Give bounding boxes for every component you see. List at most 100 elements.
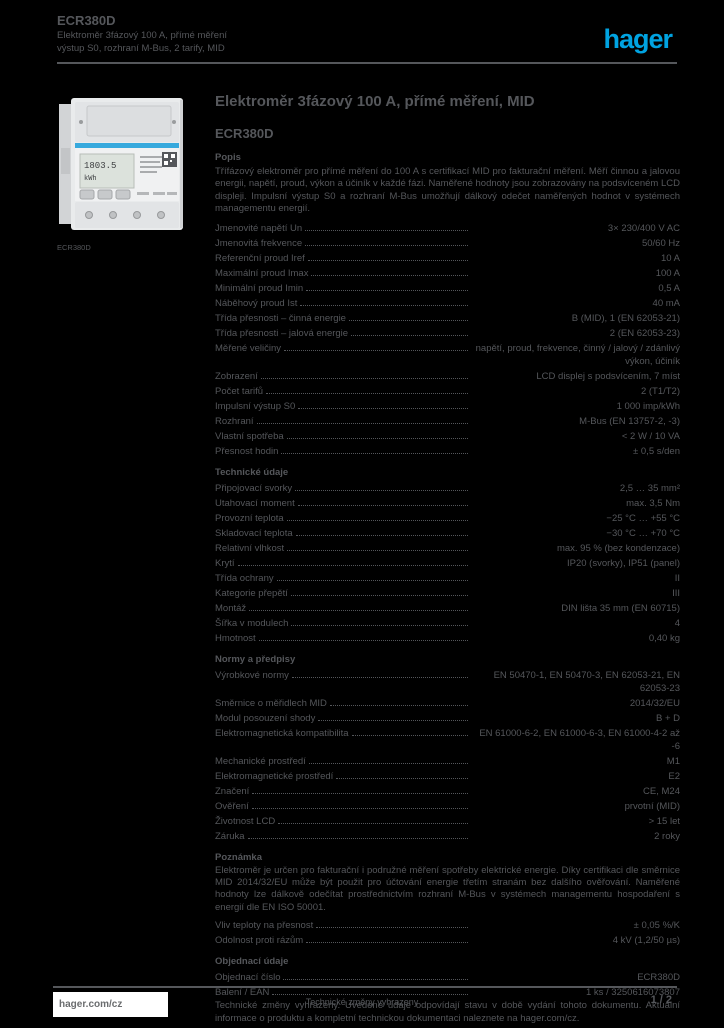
- spec-label: Směrnice o měřidlech MID: [215, 697, 327, 709]
- spec-label: Připojovací svorky: [215, 482, 293, 494]
- spec-label: Balení / EAN: [215, 987, 270, 999]
- product-image: 1803.5 kWh: [57, 96, 190, 233]
- meter-button: [97, 189, 113, 200]
- spec-value: M1: [666, 755, 680, 767]
- spec-value: 2,5 … 35 mm²: [619, 482, 680, 494]
- svg-text:kWh: kWh: [84, 175, 97, 183]
- spec-label: Mechanické prostředí: [215, 755, 306, 767]
- header-product-desc-line1: Elektroměr 3fázový 100 A, přímé měření: [57, 30, 228, 41]
- spec-value: EN 50470-1, EN 50470-3, EN 62053-21, EN …: [493, 669, 680, 694]
- dotted-leader: [351, 725, 468, 736]
- description-paragraph: Třífázový elektroměr pro přímé měření do…: [215, 166, 680, 215]
- spec-value: 1 000 imp/kWh: [616, 400, 680, 412]
- spec-label: Záruka: [215, 830, 245, 842]
- spec-label: Ověření: [215, 800, 249, 812]
- spec-label: Výrobkové normy: [215, 669, 289, 681]
- spec-label: Kategorie přepětí: [215, 587, 288, 599]
- spec-row: Zobrazení LCD displej s podsvícením, 7 mí…: [215, 368, 680, 383]
- dotted-leader: [305, 220, 468, 231]
- spec-value: 2 (T1/T2): [640, 385, 680, 397]
- spec-value: 10 A: [660, 252, 680, 264]
- spec-value: 2 roky: [654, 830, 680, 842]
- dotted-leader: [286, 428, 468, 439]
- dotted-leader: [351, 325, 468, 336]
- spec-label: Přesnost hodin: [215, 445, 279, 457]
- svg-text:1803.5: 1803.5: [84, 161, 116, 171]
- footer-website-link[interactable]: hager.com/cz: [59, 999, 123, 1010]
- spec-label: Provozní teplota: [215, 512, 284, 524]
- dotted-leader: [306, 932, 468, 944]
- spec-value: 4 kV (1,2/50 µs): [612, 935, 680, 947]
- spec-label: Vliv teploty na přesnost: [215, 920, 314, 932]
- dotted-leader: [290, 585, 468, 596]
- spec-label: Jmenovité napětí Un: [215, 222, 303, 234]
- spec-label: Relativní vlhkost: [215, 542, 285, 554]
- section-paragraph: Elektroměr je určen pro fakturační i pod…: [215, 864, 680, 913]
- section-title: Poznámka: [215, 851, 262, 863]
- dotted-leader: [266, 383, 468, 394]
- description-label: Popis: [215, 152, 241, 163]
- dotted-leader: [291, 667, 468, 678]
- spec-row: Elektromagnetická kompatibilita EN 61000-…: [215, 725, 680, 753]
- spec-value: < 2 W / 10 VA: [621, 430, 680, 442]
- spec-label: Objednací číslo: [215, 972, 281, 984]
- spec-row: Měřené veličiny napětí, proud, frekvence,…: [215, 340, 680, 368]
- spec-value: CE, M24: [643, 785, 680, 797]
- spec-row: Minimální proud Imin 0,5 A: [215, 280, 680, 295]
- spec-value: IP20 (svorky), IP51 (panel): [567, 557, 680, 569]
- spec-row: Výrobkové normy EN 50470-1, EN 50470-3, E…: [215, 667, 680, 695]
- qr-code-icon: [162, 152, 177, 167]
- dotted-leader: [308, 753, 468, 764]
- spec-label: Minimální proud Imin: [215, 282, 304, 294]
- spec-label: Třída přesnosti – jalová energie: [215, 327, 349, 339]
- footer-page-number: 1 / 2: [650, 994, 672, 1006]
- spec-value: 0,5 A: [658, 282, 680, 294]
- spec-value: napětí, proud, frekvence, činný / jalový…: [475, 342, 680, 367]
- main-product-ref: ECR380D: [215, 126, 274, 141]
- spec-value: prvotní (MID): [624, 800, 680, 812]
- spec-label: Měřené veličiny: [215, 342, 281, 354]
- spec-label: Krytí: [215, 557, 235, 569]
- spec-value: EN 61000-6-2, EN 61000-6-3, EN 61000-4-2…: [479, 727, 680, 752]
- dotted-leader: [283, 969, 468, 981]
- spec-value: max. 95 % (bez kondenzace): [556, 542, 680, 554]
- dotted-leader: [336, 768, 468, 779]
- spec-label: Životnost LCD: [215, 815, 276, 827]
- spec-value: 50/60 Hz: [641, 237, 680, 249]
- meter-button: [79, 189, 95, 200]
- section-note: Technické změny vyhrazeny. Uvedené údaje…: [215, 1000, 680, 1024]
- spec-row: Provozní teplota−25 °C … +55 °C: [215, 510, 680, 525]
- spec-label: Zobrazení: [215, 370, 258, 382]
- spec-value: 2014/32/EU: [629, 697, 680, 709]
- spec-label: Náběhový proud Ist: [215, 297, 298, 309]
- spec-value: LCD displej s podsvícením, 7 míst: [536, 370, 680, 382]
- spec-label: Elektromagnetická kompatibilita: [215, 727, 349, 739]
- dotted-leader: [251, 798, 468, 809]
- main-column: Elektroměr 3fázový 100 A, přímé měření, …: [215, 92, 680, 1028]
- spec-value: 3× 230/400 V AC: [607, 222, 680, 234]
- spec-row: Směrnice o měřidlech MID 2014/32/EU: [215, 695, 680, 710]
- dotted-leader: [237, 555, 468, 566]
- dotted-leader: [298, 398, 468, 409]
- dotted-leader: [318, 710, 468, 721]
- dotted-leader: [258, 630, 468, 641]
- spec-row: Záruka 2 roky: [215, 828, 680, 843]
